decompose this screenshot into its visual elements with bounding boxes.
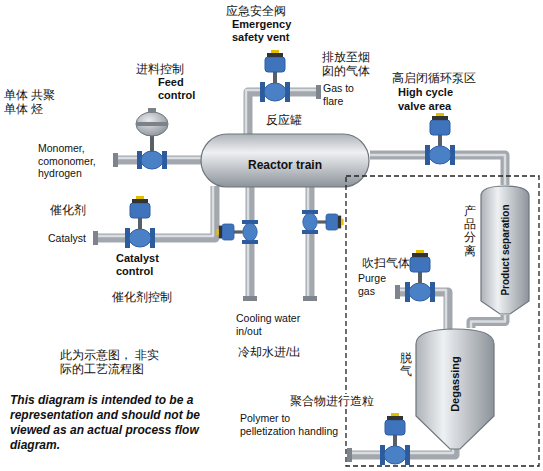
- cooling-valve: [216, 220, 258, 244]
- degassing-vessel: Degassing: [415, 328, 495, 450]
- feed-control-valve: [136, 108, 168, 169]
- separation-vessel: Product separation: [480, 185, 530, 315]
- vent-valve: [260, 50, 290, 102]
- vessel-shape: [416, 329, 494, 449]
- note-cn: 此为示意图， 非实际的工艺流程图: [60, 348, 160, 377]
- pipe-flange: [316, 85, 321, 99]
- pipe-shine: [307, 186, 310, 296]
- pipe-flange: [243, 296, 257, 301]
- label-en: Monomer, comonomer, hydrogen: [38, 142, 114, 180]
- label-cn: 排放至烟囱的气体: [322, 50, 374, 79]
- label-en: Feed control: [158, 76, 208, 102]
- label-cn: 反应罐: [266, 113, 302, 127]
- label-cn-vertical: 产品分离: [464, 205, 476, 258]
- vessel-shape: [201, 134, 369, 187]
- label-cn-vertical: 脱气: [400, 352, 412, 378]
- pipe-flange: [347, 448, 352, 462]
- cooling-valve: [302, 210, 344, 234]
- node-label: High cycle valve area: [398, 86, 478, 114]
- label-en: Catalyst: [48, 232, 86, 245]
- label-en: Catalyst control: [116, 252, 176, 278]
- disclaimer-note: This diagram is intended to be a represe…: [10, 393, 225, 453]
- label-en: Polymer to pelletization handling: [240, 412, 340, 437]
- node-label: Degassing: [449, 356, 461, 412]
- label-en: Purge gas: [358, 272, 398, 297]
- cycle-valve: [425, 113, 455, 165]
- label-en: Emergency safety vent: [232, 18, 312, 44]
- region-heading: 高启闭循环泵区: [392, 70, 476, 87]
- vessel-shape: [481, 186, 529, 314]
- catalyst-pipe: [98, 186, 215, 238]
- label-cn: 单体 共聚单体 烃: [4, 88, 56, 117]
- pipe-flange: [303, 296, 317, 301]
- label-cn: 催化剂: [50, 203, 86, 217]
- reactor-vessel: Reactor train: [200, 133, 370, 188]
- label-cn: 聚合物进行造粒: [288, 394, 376, 408]
- label-cn: 进料控制: [136, 62, 184, 76]
- label-en: Gas to flare: [323, 82, 367, 107]
- label-cn: 应急安全阀: [226, 4, 286, 18]
- cooling-pipe: [306, 186, 315, 296]
- catalyst-valve: [125, 196, 155, 248]
- vessel-shape: [346, 176, 539, 466]
- label-cn: 冷却水进/出: [238, 345, 301, 359]
- node-label: Product separation: [500, 204, 511, 295]
- polymer-valve: [380, 413, 410, 465]
- pipe-flange: [395, 285, 400, 299]
- node-label: Reactor train: [248, 158, 322, 172]
- label-cn: 吹扫气体: [362, 256, 410, 270]
- pipe-connector: [471, 315, 505, 328]
- pipe-flange: [93, 231, 98, 245]
- pipe-shine: [98, 186, 213, 236]
- pipe-flange: [113, 153, 118, 167]
- valve-area-region: 高启闭循环泵区High cycle valve areaProduct sepa…: [345, 175, 540, 467]
- pipe: [471, 315, 505, 328]
- label-cn: 催化剂控制: [112, 290, 172, 304]
- label-en: Cooling water in/out: [236, 312, 326, 337]
- pipe-shine: [471, 315, 505, 328]
